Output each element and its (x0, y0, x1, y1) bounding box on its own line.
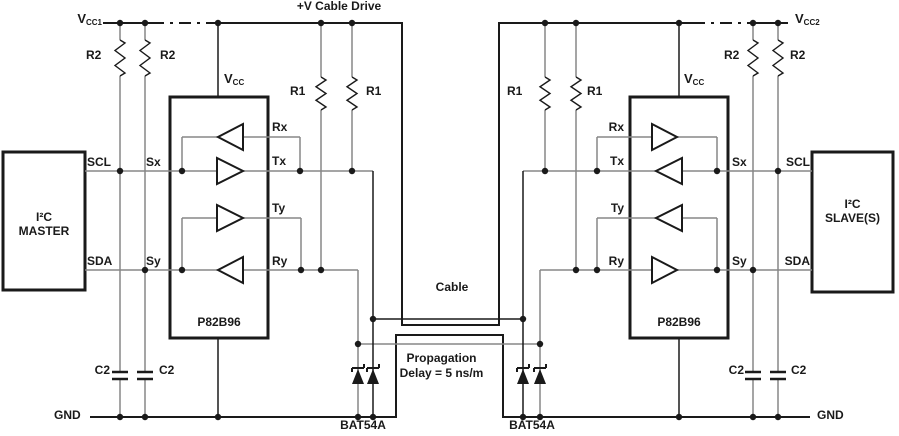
gnd-left-label: GND (54, 408, 81, 422)
chip-right-buffers (651, 122, 683, 285)
ty-ry-link-left (181, 217, 302, 270)
chip-left-rx-label: Rx (272, 120, 288, 134)
r2-c2-columns-left (119, 23, 146, 417)
buffer-tx-left (216, 156, 246, 186)
rx-tx-link-left (181, 136, 301, 171)
chip-right-name: P82B96 (657, 315, 701, 329)
c2-label-3: C2 (728, 363, 744, 377)
junction-dots (116, 19, 782, 421)
buffer-ty-right (653, 203, 683, 233)
resistor-r1-symbols (314, 76, 583, 111)
chip-right-vcc-label: VCC (684, 71, 705, 87)
vcc1-label: VCC1 (77, 11, 102, 27)
chip-left-sy-label: Sy (146, 254, 161, 268)
slave-box (810, 150, 895, 294)
master-scl-label: SCL (87, 155, 111, 169)
r2-label-4: R2 (790, 48, 806, 62)
cable-label: Cable (435, 280, 469, 294)
buffer-rx-left (215, 122, 244, 152)
r1-label-3: R1 (507, 84, 523, 98)
c2-label-1: C2 (94, 363, 110, 377)
r2-label-3: R2 (724, 48, 740, 62)
chip-right-rx-label: Rx (608, 120, 624, 134)
capacitor-c2-symbols (112, 370, 786, 381)
r1-columns-right (544, 23, 577, 270)
buffer-tx-right (653, 156, 683, 186)
resistor-r2-symbols (113, 39, 785, 77)
slave-scl-label: SCL (786, 155, 810, 169)
chip-left-tx-label: Tx (272, 154, 287, 168)
diode-bat54a-right-pair (516, 364, 547, 384)
buffer-ry-right (651, 255, 680, 285)
r2-label-2: R2 (160, 48, 176, 62)
c2-label-4: C2 (791, 363, 807, 377)
r1-columns-left (320, 23, 353, 270)
chip-left-sx-label: Sx (146, 155, 161, 169)
chip-right-tx-label: Tx (609, 154, 624, 168)
slave-sda-label: SDA (784, 254, 810, 268)
r1-label-2: R1 (366, 84, 382, 98)
chip-left-ry-label: Ry (272, 254, 288, 268)
diode-bat54a-left-pair (351, 364, 380, 384)
master-box (1, 150, 87, 292)
chip-left-name: P82B96 (197, 315, 241, 329)
gnd-right-label: GND (817, 408, 844, 422)
chip-left-vcc-label: VCC (224, 71, 245, 87)
rx-tx-link-right (596, 136, 718, 171)
r1-label-1: R1 (290, 84, 306, 98)
chip-right-ty-label: Ty (610, 201, 624, 215)
buffer-ty-left (216, 203, 246, 233)
buffer-rx-right (651, 122, 680, 152)
gnd-rail (90, 334, 810, 418)
r1-label-4: R1 (587, 84, 603, 98)
r2-c2-columns-right (752, 23, 779, 417)
chip-right-sx-label: Sx (732, 155, 747, 169)
chip-right-sy-label: Sy (732, 254, 747, 268)
c2-label-2: C2 (159, 363, 175, 377)
chip-right-ry-label: Ry (608, 254, 624, 268)
chip-left-ty-label: Ty (272, 201, 286, 215)
chip-left-buffers (215, 122, 246, 285)
bat54a-right-label: BAT54A (509, 418, 555, 432)
buffer-ry-left (215, 255, 244, 285)
master-sda-label: SDA (87, 254, 113, 268)
cable-drive-label: +V Cable Drive (296, 0, 382, 13)
ty-ry-link-right (596, 217, 718, 270)
vcc2-label: VCC2 (795, 11, 820, 27)
bat54a-left-label: BAT54A (340, 418, 386, 432)
r2-label-1: R2 (86, 48, 102, 62)
